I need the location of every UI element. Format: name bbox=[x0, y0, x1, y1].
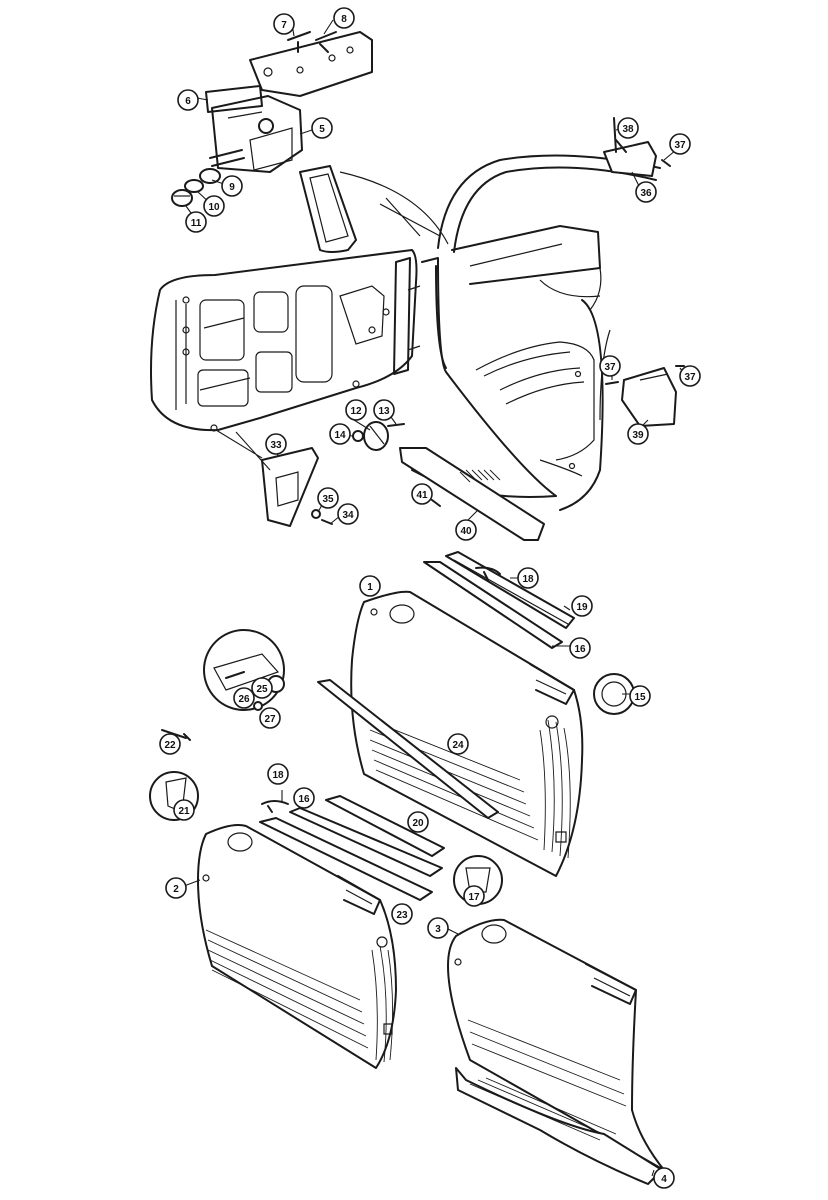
callout-21: 21 bbox=[173, 799, 195, 821]
door-inner-shell bbox=[150, 165, 421, 432]
svg-text:26: 26 bbox=[238, 694, 250, 705]
svg-text:22: 22 bbox=[164, 740, 176, 751]
callout-37c: 37 bbox=[679, 365, 701, 387]
callout-17: 17 bbox=[463, 885, 485, 907]
svg-text:11: 11 bbox=[191, 218, 202, 229]
callout-36: 36 bbox=[635, 181, 657, 203]
callout-24: 24 bbox=[447, 733, 469, 755]
callout-18b: 18 bbox=[267, 763, 289, 785]
svg-text:23: 23 bbox=[396, 910, 408, 921]
callout-10: 10 bbox=[203, 195, 225, 217]
callout-1: 1 bbox=[359, 575, 381, 597]
hinge-assembly bbox=[171, 19, 373, 221]
svg-text:34: 34 bbox=[342, 510, 354, 521]
svg-text:27: 27 bbox=[264, 714, 276, 725]
svg-text:39: 39 bbox=[632, 430, 644, 441]
svg-text:16: 16 bbox=[298, 794, 310, 805]
callout-19: 19 bbox=[571, 595, 593, 617]
svg-text:7: 7 bbox=[281, 20, 287, 31]
svg-text:21: 21 bbox=[178, 806, 190, 817]
svg-text:18: 18 bbox=[272, 770, 284, 781]
callout-11: 11 bbox=[185, 211, 207, 233]
svg-text:12: 12 bbox=[350, 406, 362, 417]
callout-20: 20 bbox=[407, 811, 429, 833]
svg-text:37: 37 bbox=[604, 362, 616, 373]
callout-2: 2 bbox=[165, 877, 187, 899]
callout-37b: 37 bbox=[599, 355, 621, 377]
door-skin-rh bbox=[350, 590, 584, 877]
svg-text:40: 40 bbox=[460, 526, 472, 537]
svg-text:2: 2 bbox=[173, 884, 179, 895]
callout-39: 39 bbox=[627, 423, 649, 445]
svg-text:19: 19 bbox=[576, 602, 588, 613]
callout-5: 5 bbox=[311, 117, 333, 139]
svg-text:35: 35 bbox=[322, 494, 334, 505]
callout-12: 12 bbox=[345, 399, 367, 421]
callout-16b: 16 bbox=[293, 787, 315, 809]
door-shell-lh-rear bbox=[445, 918, 665, 1185]
svg-text:24: 24 bbox=[452, 740, 464, 751]
callout-3: 3 bbox=[427, 917, 449, 939]
callout-38: 38 bbox=[617, 117, 639, 139]
callout-4: 4 bbox=[653, 1167, 675, 1189]
svg-text:3: 3 bbox=[435, 924, 441, 935]
svg-text:17: 17 bbox=[468, 892, 480, 903]
svg-text:16: 16 bbox=[574, 644, 586, 655]
callout-40: 40 bbox=[455, 519, 477, 541]
callout-34: 34 bbox=[337, 503, 359, 525]
callout-37a: 37 bbox=[669, 133, 691, 155]
svg-text:4: 4 bbox=[661, 1174, 667, 1185]
svg-text:20: 20 bbox=[412, 818, 424, 829]
callout-16a: 16 bbox=[569, 637, 591, 659]
svg-text:25: 25 bbox=[256, 684, 268, 695]
callout-8: 8 bbox=[333, 7, 355, 29]
svg-text:14: 14 bbox=[334, 430, 346, 441]
callout-layer: 1 2 3 4 5 6 7 8 9 10 11 12 13 14 15 16 1… bbox=[159, 7, 701, 1189]
detail-views bbox=[149, 629, 635, 905]
svg-text:33: 33 bbox=[270, 440, 282, 451]
callout-7: 7 bbox=[273, 13, 295, 35]
callout-22: 22 bbox=[159, 733, 181, 755]
svg-text:1: 1 bbox=[367, 582, 373, 593]
svg-text:36: 36 bbox=[640, 188, 652, 199]
svg-text:8: 8 bbox=[341, 14, 347, 25]
callout-9: 9 bbox=[221, 175, 243, 197]
callout-33: 33 bbox=[265, 433, 287, 455]
svg-text:15: 15 bbox=[634, 692, 646, 703]
callout-15: 15 bbox=[629, 685, 651, 707]
callout-41: 41 bbox=[411, 483, 433, 505]
callout-6: 6 bbox=[177, 89, 199, 111]
callout-18a: 18 bbox=[517, 567, 539, 589]
callout-26: 26 bbox=[233, 687, 255, 709]
svg-text:18: 18 bbox=[522, 574, 534, 585]
svg-text:13: 13 bbox=[378, 406, 390, 417]
svg-text:10: 10 bbox=[208, 202, 220, 213]
svg-text:41: 41 bbox=[416, 490, 428, 501]
svg-text:9: 9 bbox=[229, 182, 235, 193]
door-shell-lh-front bbox=[183, 824, 397, 1069]
callout-13: 13 bbox=[373, 399, 395, 421]
svg-text:37: 37 bbox=[684, 372, 696, 383]
callout-23: 23 bbox=[391, 903, 413, 925]
callout-25: 25 bbox=[251, 677, 273, 699]
callout-14: 14 bbox=[329, 423, 351, 445]
svg-text:37: 37 bbox=[674, 140, 686, 151]
door-trim-strips bbox=[259, 551, 575, 901]
callout-27: 27 bbox=[259, 707, 281, 729]
svg-text:5: 5 bbox=[319, 124, 325, 135]
latch-small-parts bbox=[215, 117, 687, 541]
callout-35: 35 bbox=[317, 487, 339, 509]
svg-text:6: 6 bbox=[185, 96, 191, 107]
svg-text:38: 38 bbox=[622, 124, 634, 135]
